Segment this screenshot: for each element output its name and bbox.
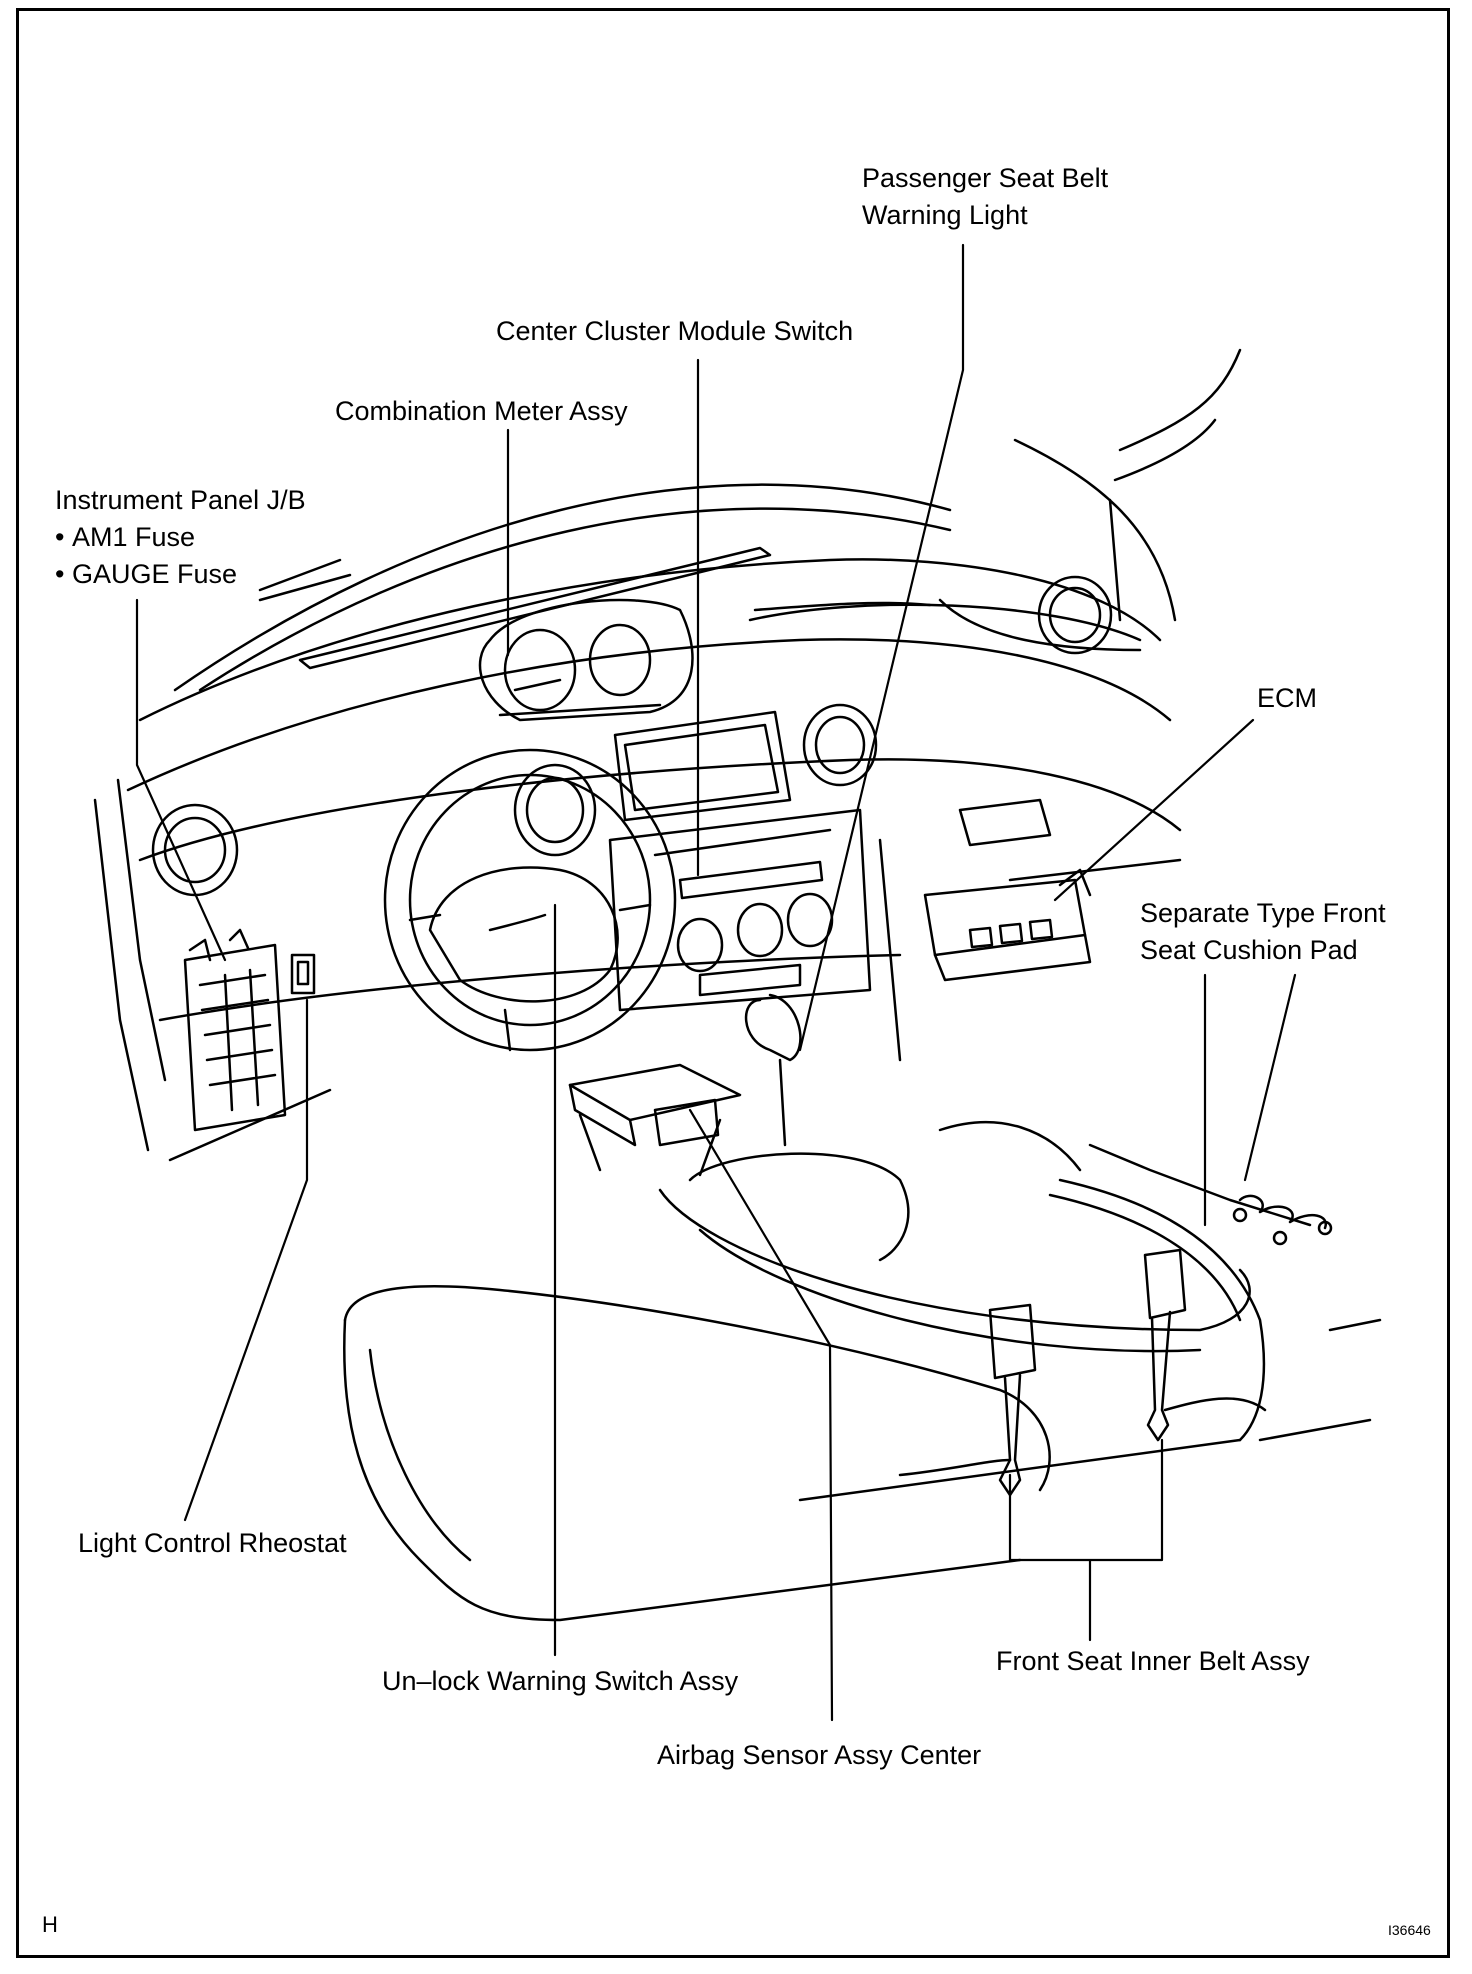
windshield-outline [93, 348, 1242, 1152]
center-console-drawing [658, 993, 1251, 1353]
rheostat-drawing [290, 953, 316, 995]
combination-meter-drawing [478, 598, 694, 722]
seat-drawing [343, 1178, 1382, 1622]
label-separate-type-front-seat-cushion-pad: Separate Type Front Seat Cushion Pad [1140, 898, 1386, 965]
figure-id: I36646 [1388, 1922, 1431, 1938]
leader-light-control-rheostat [183, 998, 309, 1522]
airbag-sensor-drawing [568, 1063, 742, 1177]
seat-belt-buckle-drawing [898, 1248, 1267, 1497]
label-instrument-panel-jb: Instrument Panel J/B AM1 Fuse GAUGE Fuse [55, 482, 306, 593]
gauge-fuse-item: GAUGE Fuse [55, 556, 306, 593]
leader-instrument-panel-jb [135, 598, 227, 962]
instrument-panel-jb-title: Instrument Panel J/B [55, 485, 306, 515]
seat-cushion-pad-drawing [1088, 1143, 1333, 1246]
leader-airbag-sensor [688, 1108, 834, 1722]
label-center-cluster-module-switch: Center Cluster Module Switch [496, 316, 854, 346]
dashboard-outline [126, 546, 1182, 1162]
glovebox-drawing [958, 798, 1052, 847]
center-stack-drawing [608, 710, 872, 1012]
figure-frame [16, 8, 1450, 1958]
leader-front-seat-inner-belt [1008, 1438, 1164, 1642]
leader-passenger-seat-belt-light [798, 243, 965, 1052]
corner-mark: H [42, 1912, 58, 1937]
label-combination-meter-assy: Combination Meter Assy [335, 396, 628, 426]
ecm-drawing [923, 868, 1092, 982]
label-ecm: ECM [1257, 683, 1317, 713]
steering-wheel-drawing [383, 748, 677, 1052]
label-unlock-warning-switch-assy: Un–lock Warning Switch Assy [382, 1666, 739, 1696]
callout-leader-lines [135, 243, 1297, 1722]
am1-fuse-item: AM1 Fuse [55, 519, 306, 556]
label-light-control-rheostat: Light Control Rheostat [78, 1528, 347, 1558]
label-front-seat-inner-belt-assy: Front Seat Inner Belt Assy [996, 1646, 1310, 1676]
junction-block-drawing [183, 928, 287, 1132]
label-airbag-sensor-assy-center: Airbag Sensor Assy Center [657, 1740, 982, 1770]
leader-ecm [1053, 718, 1255, 902]
label-passenger-seat-belt-warning-light: Passenger Seat Belt Warning Light [862, 163, 1109, 230]
leader-seat-cushion-pad-2 [1243, 973, 1297, 1182]
air-vents [151, 575, 1113, 897]
